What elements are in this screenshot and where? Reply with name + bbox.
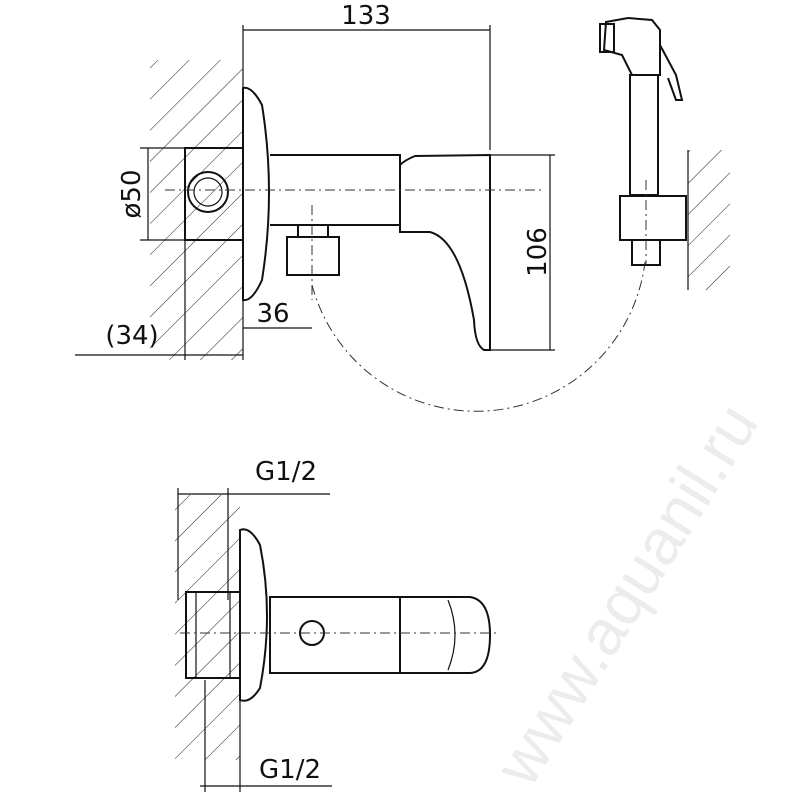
- dimension-g12-bottom-label: G1/2: [259, 755, 321, 785]
- dimension-106: 106: [490, 154, 555, 351]
- outlet-nipple: [286, 224, 340, 276]
- connector-block-bottom: [185, 591, 241, 679]
- dimension-34-label: (34): [105, 321, 158, 351]
- dimension-g12-top: G1/2: [177, 457, 330, 600]
- escutcheon-plate: [242, 86, 270, 302]
- hose-path: [311, 261, 646, 412]
- dimension-g12-top-label: G1/2: [255, 457, 317, 487]
- dimension-133-label: 133: [341, 1, 391, 31]
- dimension-diameter: ø50: [117, 147, 185, 241]
- connector-block: [184, 147, 244, 241]
- dimension-36-label: 36: [256, 299, 289, 329]
- wall-hatch-right: [687, 150, 730, 290]
- dimension-36: 36: [242, 299, 312, 360]
- handle-bottom: [399, 596, 492, 674]
- watermark: www.aquanil.ru: [480, 391, 772, 798]
- hand-shower: [599, 16, 687, 266]
- dimension-133: 133: [242, 1, 491, 150]
- dimension-g12-bottom: G1/2: [200, 680, 332, 792]
- dimension-diameter-label: ø50: [117, 170, 147, 219]
- dimension-106-label: 106: [523, 227, 553, 277]
- escutcheon-plate-bottom: [239, 528, 268, 702]
- connector-port: [187, 171, 229, 213]
- dimension-34: (34): [75, 240, 243, 360]
- handle-lever: [399, 153, 491, 351]
- valve-body-bottom: [269, 596, 401, 674]
- wall-hatch-left-top: [150, 60, 243, 360]
